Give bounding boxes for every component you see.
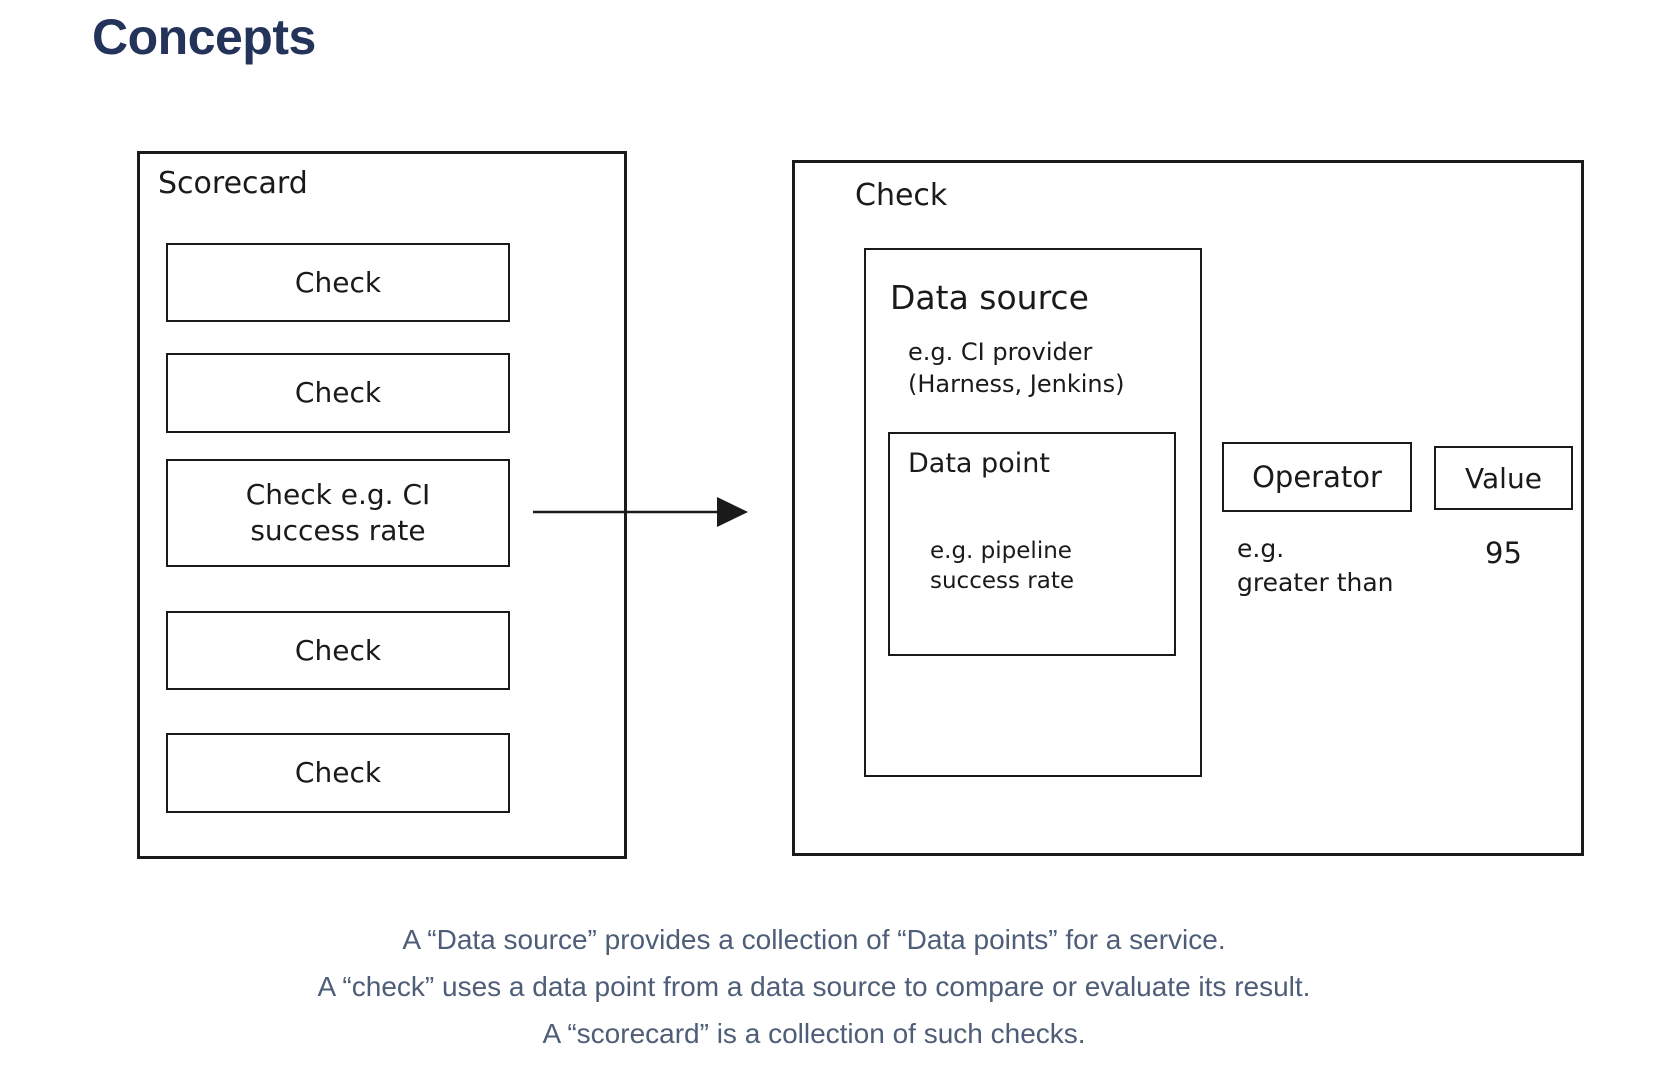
data-source-example: e.g. CI provider (Harness, Jenkins) [908,338,1125,398]
value-example: 95 [1485,536,1522,570]
scorecard-label: Scorecard [158,166,308,201]
check-item: Check [166,243,510,322]
data-source-label: Data source [890,278,1089,317]
check-item-ci-success-rate: Check e.g. CI success rate [166,459,510,567]
caption-line: A “check” uses a data point from a data … [317,971,1311,1002]
value-box: Value [1434,446,1573,510]
operator-box: Operator [1222,442,1412,512]
check-detail-label: Check [855,178,948,213]
arrow-right-icon [533,497,748,527]
check-item: Check [166,611,510,690]
data-point-example: e.g. pipeline success rate [930,538,1074,594]
check-item: Check [166,733,510,813]
page-title: Concepts [92,9,316,65]
data-point-label: Data point [908,448,1050,479]
caption-line: A “scorecard” is a collection of such ch… [542,1018,1086,1049]
operator-example: e.g. greater than [1237,534,1394,597]
data-point-box [888,432,1176,656]
caption-line: A “Data source” provides a collection of… [402,924,1226,955]
caption: A “Data source” provides a collection of… [0,916,1628,1057]
check-item: Check [166,353,510,433]
